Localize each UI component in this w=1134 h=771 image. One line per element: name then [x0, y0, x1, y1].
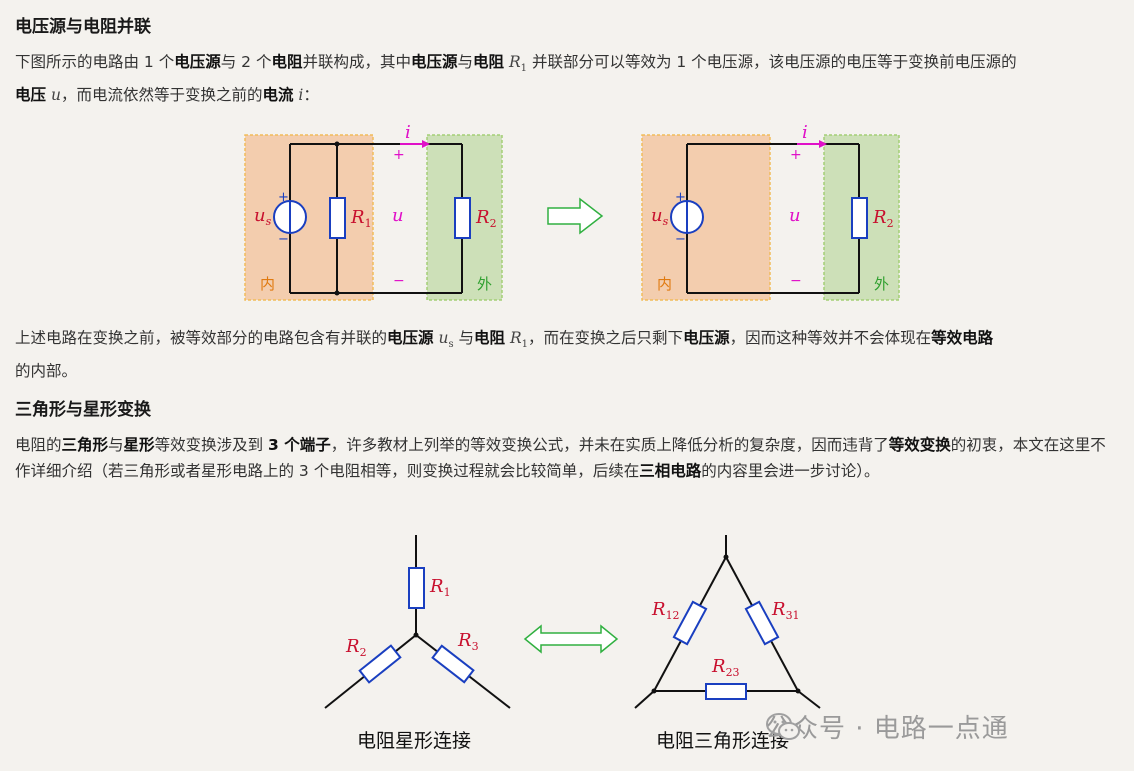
- circuit-diagram-after: + − us R2 i + u − 内 外: [641, 122, 900, 301]
- label-us: us: [254, 205, 272, 228]
- label-r2: R2: [475, 207, 497, 230]
- source-plus: +: [675, 190, 686, 205]
- resistor-r12-icon: [672, 600, 708, 646]
- resistor-r1-icon: [408, 567, 425, 609]
- label-u: u: [392, 205, 404, 226]
- math-us: us: [438, 329, 454, 351]
- label-inner: 内: [260, 275, 275, 293]
- caption-star: 电阻星形连接: [357, 730, 472, 752]
- caption-delta: 电阻三角形连接: [656, 730, 790, 752]
- source-minus: −: [675, 232, 686, 247]
- label-i: i: [802, 122, 808, 143]
- section-title-parallel: 电压源与电阻并联: [15, 17, 151, 37]
- label-r31: R31: [771, 599, 800, 622]
- paragraph-parallel-intro: 下图所示的电路由 1 个电压源与 2 个电阻并联构成，其中电压源与电阻 R1 并…: [15, 53, 1017, 105]
- resistor-r3-icon: [431, 644, 475, 684]
- label-r12: R12: [651, 599, 680, 622]
- star-connection-diagram: R1 R2 R3: [324, 535, 511, 709]
- math-R1: R1: [510, 329, 529, 351]
- paragraph-parallel-explain: 上述电路在变换之前，被等效部分的电路包含有并联的电压源 us 与电阻 R1，而在…: [15, 329, 994, 381]
- math-i: i: [298, 86, 304, 105]
- delta-node-right: [795, 688, 801, 694]
- delta-node-left: [651, 688, 657, 694]
- resistor-r31-icon: [744, 600, 780, 646]
- resistor-r2-icon: [358, 644, 402, 684]
- label-minus: −: [393, 273, 405, 289]
- delta-connection-diagram: R12 R31 R23: [634, 535, 821, 709]
- delta-node-top: [723, 554, 729, 560]
- circuit-diagram-before: + − us R1 R2 i + u − 内 外: [244, 122, 503, 301]
- label-minus: −: [790, 273, 802, 289]
- resistor-r2-icon: [454, 197, 471, 239]
- label-outer: 外: [874, 275, 889, 293]
- paragraph-delta-star: 电阻的三角形与星形等效变换涉及到 3 个端子，许多教材上列举的等效变换公式，并未…: [15, 436, 1106, 480]
- math-R1: R1: [508, 53, 528, 75]
- inner-region: [641, 134, 771, 301]
- label-inner: 内: [657, 275, 672, 293]
- section-title-delta-star: 三角形与星形变换: [15, 400, 151, 420]
- label-plus: +: [393, 147, 405, 163]
- node-bottom: [334, 290, 340, 296]
- current-arrow-head: [819, 140, 827, 148]
- label-plus: +: [790, 147, 802, 163]
- watermark-text: 公众号 · 电路一点通: [765, 714, 1009, 744]
- delta-wire-lead-right: [797, 690, 821, 709]
- label-outer: 外: [477, 275, 492, 293]
- label-us: us: [651, 205, 669, 228]
- math-u: u: [50, 86, 61, 105]
- resistor-r1-icon: [329, 197, 346, 239]
- wechat-icon: [766, 712, 800, 740]
- resistor-r23-icon: [705, 683, 747, 700]
- label-u: u: [789, 205, 801, 226]
- label-r23: R23: [711, 656, 740, 679]
- inner-region: [244, 134, 374, 301]
- star-center-node: [413, 632, 419, 638]
- label-r3: R3: [457, 630, 479, 653]
- label-r1: R1: [350, 207, 372, 230]
- delta-wire-lead-left: [634, 690, 655, 709]
- source-minus: −: [278, 232, 289, 247]
- label-r1: R1: [429, 576, 451, 599]
- label-i: i: [405, 122, 411, 143]
- current-arrow-head: [422, 140, 430, 148]
- label-r2: R2: [345, 636, 367, 659]
- node-top: [334, 141, 340, 147]
- resistor-r2-icon: [851, 197, 868, 239]
- source-plus: +: [278, 190, 289, 205]
- double-arrow-icon: [523, 624, 619, 654]
- watermark: 公众号 · 电路一点通: [765, 708, 1009, 745]
- equivalent-arrow-icon: [547, 197, 604, 235]
- label-r2: R2: [872, 207, 894, 230]
